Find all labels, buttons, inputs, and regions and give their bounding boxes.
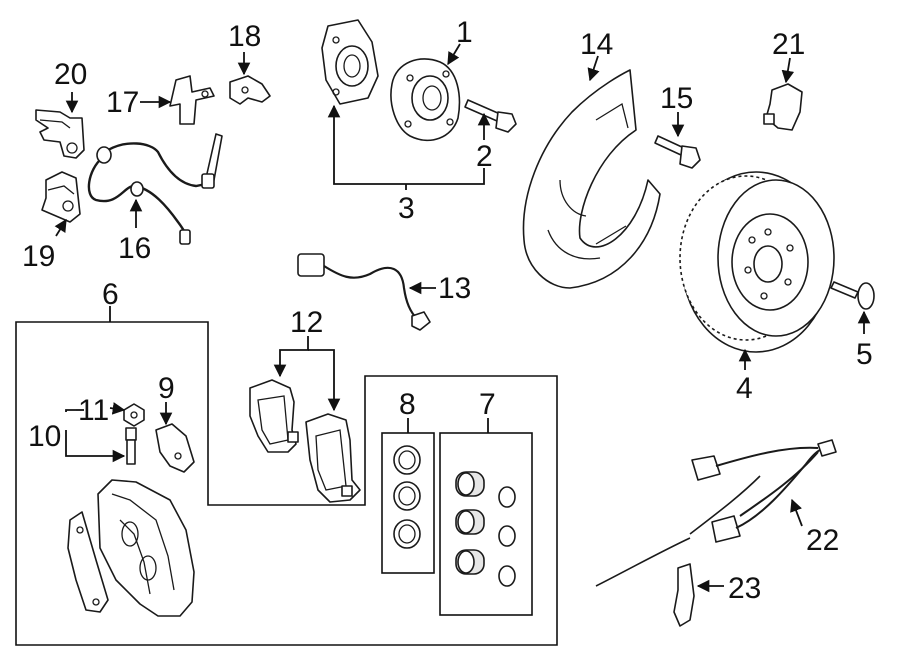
callout-3: 3 (398, 192, 415, 225)
piston-part-7 (455, 471, 516, 587)
brake-pad-part-12 (305, 413, 361, 503)
callout-7: 7 (479, 388, 496, 421)
wear-sensor-harness-part-22 (595, 439, 837, 587)
callout-14: 14 (580, 28, 613, 61)
clip-part-18 (229, 75, 271, 105)
caliper-group-box (15, 321, 558, 646)
bracket-part-20 (35, 109, 85, 159)
clip-part-9 (155, 423, 195, 473)
callout-22: 22 (806, 524, 839, 557)
callout-11: 11 (78, 394, 109, 427)
callout-21: 21 (772, 28, 805, 61)
sensor-wire-part-13 (297, 253, 431, 331)
nut-part-11 (123, 403, 145, 427)
callout-20: 20 (54, 58, 87, 91)
piston-kit-box (439, 432, 533, 616)
callout-10: 10 (28, 420, 61, 453)
callout-8: 8 (399, 388, 416, 421)
clip-part-17 (169, 75, 215, 125)
callout-9: 9 (158, 372, 175, 405)
caliper-part-6 (67, 479, 195, 617)
callout-13: 13 (438, 272, 471, 305)
leader-lines (54, 43, 871, 593)
brake-rotor-part-4 (679, 171, 835, 353)
hub-bolt-part-2 (464, 99, 517, 133)
callout-23: 23 (728, 572, 761, 605)
clip-part-23 (673, 563, 695, 627)
callout-5: 5 (856, 338, 873, 371)
wheel-hub-part-1 (390, 58, 461, 142)
rotor-screw-part-5 (830, 281, 875, 310)
bracket-part-19 (41, 171, 81, 223)
callout-2: 2 (476, 140, 493, 173)
callout-19: 19 (22, 240, 55, 273)
splash-shield-part-14 (522, 69, 661, 289)
callout-12: 12 (290, 306, 323, 339)
hub-flange-part-1 (321, 19, 379, 105)
callout-4: 4 (736, 372, 753, 405)
brake-pad-part-12 (249, 379, 299, 453)
callout-16: 16 (118, 232, 151, 265)
shield-bolt-part-15 (654, 135, 701, 169)
wear-sensor-part-21 (763, 83, 803, 131)
callout-6: 6 (102, 278, 119, 311)
callout-15: 15 (660, 82, 693, 115)
bleeder-screw-part-10 (125, 427, 137, 465)
callout-1: 1 (456, 16, 473, 49)
callout-18: 18 (228, 20, 261, 53)
brake-hose-part-16 (87, 133, 223, 245)
callout-17: 17 (106, 86, 139, 119)
seal-part-8 (393, 445, 421, 549)
